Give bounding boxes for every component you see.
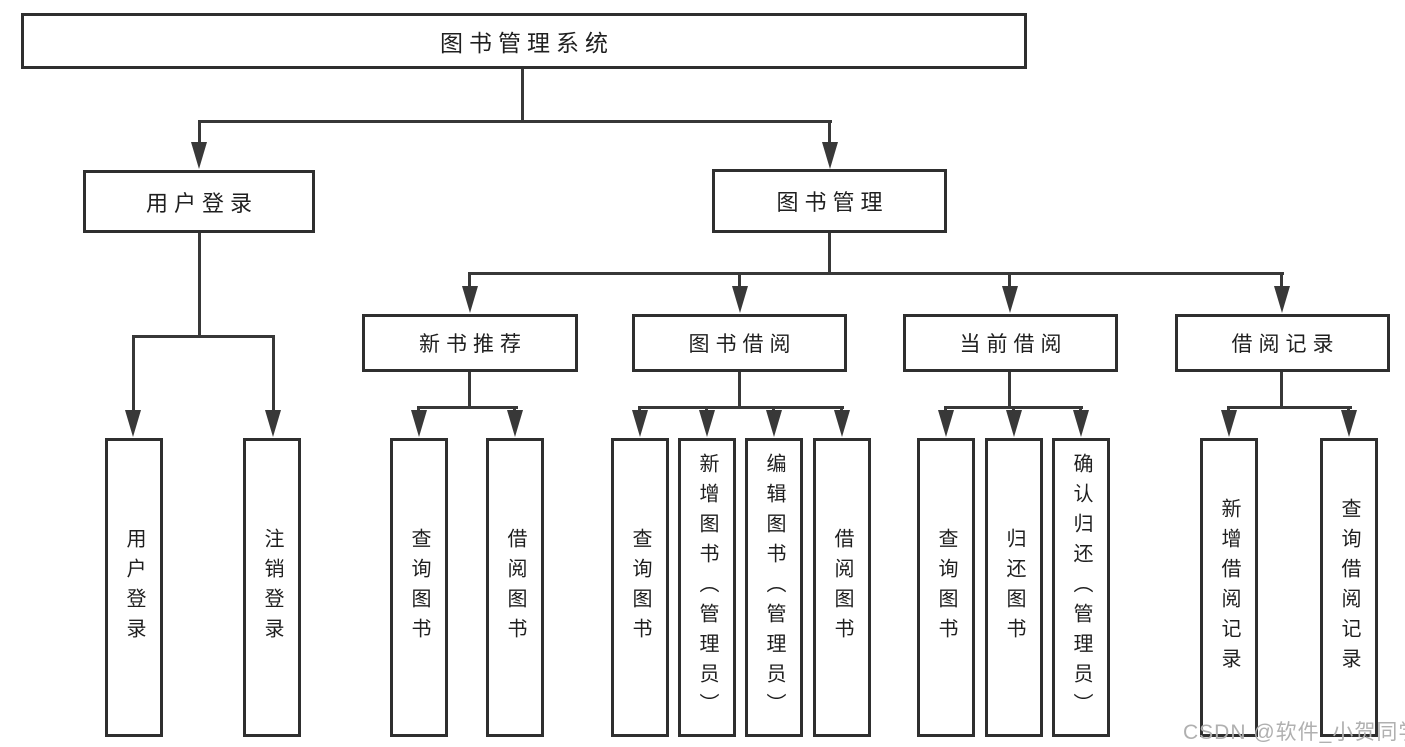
connector-borrow-rail xyxy=(638,406,844,409)
node-label: 图书管理系统 xyxy=(440,30,614,56)
connector-drop-line xyxy=(738,272,741,292)
node-label: 图书借阅 xyxy=(688,333,797,356)
arrow-down-icon xyxy=(411,410,427,437)
leaf-current-return-books: 归还图书 xyxy=(985,438,1043,737)
arrow-down-icon xyxy=(766,410,782,437)
leaf-label: 归还图书 xyxy=(1003,527,1025,648)
leaf-recommend-borrow-books: 借阅图书 xyxy=(486,438,544,737)
connector-drop-line xyxy=(828,120,831,146)
node-label: 新书推荐 xyxy=(419,333,527,356)
leaf-current-confirm-return-admin: 确认归还（管理员） xyxy=(1052,438,1110,737)
node-label: 用户登录 xyxy=(145,190,258,216)
arrow-down-icon xyxy=(1221,410,1237,437)
leaf-label: 借阅图书 xyxy=(504,527,526,648)
leaf-label: 用户登录 xyxy=(123,527,145,648)
connector-drop-line xyxy=(272,335,275,413)
arrow-down-icon xyxy=(732,286,748,313)
connector-drop-line xyxy=(468,272,471,292)
arrow-down-icon xyxy=(834,410,850,437)
node-borrow-records: 借阅记录 xyxy=(1175,314,1390,372)
connector-drop-line xyxy=(132,335,135,413)
csdn-watermark: CSDN @软件_小贺同学 xyxy=(1183,721,1405,744)
arrow-down-icon xyxy=(1002,286,1018,313)
connector-root-rail xyxy=(198,120,832,123)
leaf-label: 新增借阅记录 xyxy=(1218,497,1240,678)
node-user-login: 用户登录 xyxy=(83,170,315,233)
arrow-down-icon xyxy=(191,142,207,169)
connector-drop-line xyxy=(1280,272,1283,292)
connector-root-stem xyxy=(521,68,524,120)
leaf-label: 查询图书 xyxy=(408,527,430,648)
connector-userlogin-rail xyxy=(132,335,275,338)
connector-records-rail xyxy=(1227,406,1352,409)
node-book-borrow: 图书借阅 xyxy=(632,314,847,372)
node-current-borrow: 当前借阅 xyxy=(903,314,1118,372)
leaf-label: 查询图书 xyxy=(935,527,957,648)
leaf-recommend-query-books: 查询图书 xyxy=(390,438,448,737)
arrow-down-icon xyxy=(1006,410,1022,437)
node-label: 图书管理 xyxy=(776,190,889,215)
leaf-label: 新增图书（管理员） xyxy=(696,452,718,723)
connector-bookmgmt-rail xyxy=(468,272,1284,275)
node-label: 借阅记录 xyxy=(1231,333,1340,356)
arrow-down-icon xyxy=(507,410,523,437)
leaf-borrow-add-books-admin: 新增图书（管理员） xyxy=(678,438,736,737)
leaf-borrow-borrow-books: 借阅图书 xyxy=(813,438,871,737)
connector-borrow-stem xyxy=(738,371,741,409)
leaf-user-logout: 注销登录 xyxy=(243,438,301,737)
arrow-down-icon xyxy=(632,410,648,437)
connector-recommend-stem xyxy=(468,371,471,409)
leaf-label: 确认归还（管理员） xyxy=(1070,452,1092,723)
connector-recommend-rail xyxy=(417,406,518,409)
connector-drop-line xyxy=(1008,272,1011,292)
arrow-down-icon xyxy=(1341,410,1357,437)
leaf-user-login: 用户登录 xyxy=(105,438,163,737)
arrow-down-icon xyxy=(1274,286,1290,313)
arrow-down-icon xyxy=(938,410,954,437)
connector-drop-line xyxy=(198,120,201,146)
node-new-book-recommend: 新书推荐 xyxy=(362,314,578,372)
node-root-system: 图书管理系统 xyxy=(21,13,1027,69)
connector-userlogin-stem xyxy=(198,233,201,335)
arrow-down-icon xyxy=(125,410,141,437)
arrow-down-icon xyxy=(1073,410,1089,437)
leaf-current-query-books: 查询图书 xyxy=(917,438,975,737)
leaf-records-add-borrow-record: 新增借阅记录 xyxy=(1200,438,1258,737)
leaf-label: 编辑图书（管理员） xyxy=(763,452,785,723)
leaf-records-query-borrow-record: 查询借阅记录 xyxy=(1320,438,1378,737)
leaf-borrow-edit-books-admin: 编辑图书（管理员） xyxy=(745,438,803,737)
arrow-down-icon xyxy=(265,410,281,437)
leaf-label: 借阅图书 xyxy=(831,527,853,648)
leaf-label: 查询借阅记录 xyxy=(1338,497,1360,678)
node-book-management: 图书管理 xyxy=(712,169,947,233)
arrow-down-icon xyxy=(699,410,715,437)
leaf-borrow-query-books: 查询图书 xyxy=(611,438,669,737)
leaf-label: 查询图书 xyxy=(629,527,651,648)
arrow-down-icon xyxy=(822,142,838,169)
leaf-label: 注销登录 xyxy=(261,527,283,648)
node-label: 当前借阅 xyxy=(959,333,1068,356)
connector-records-stem xyxy=(1280,371,1283,409)
connector-current-stem xyxy=(1008,371,1011,409)
arrow-down-icon xyxy=(462,286,478,313)
connector-bookmgmt-stem xyxy=(828,233,831,274)
